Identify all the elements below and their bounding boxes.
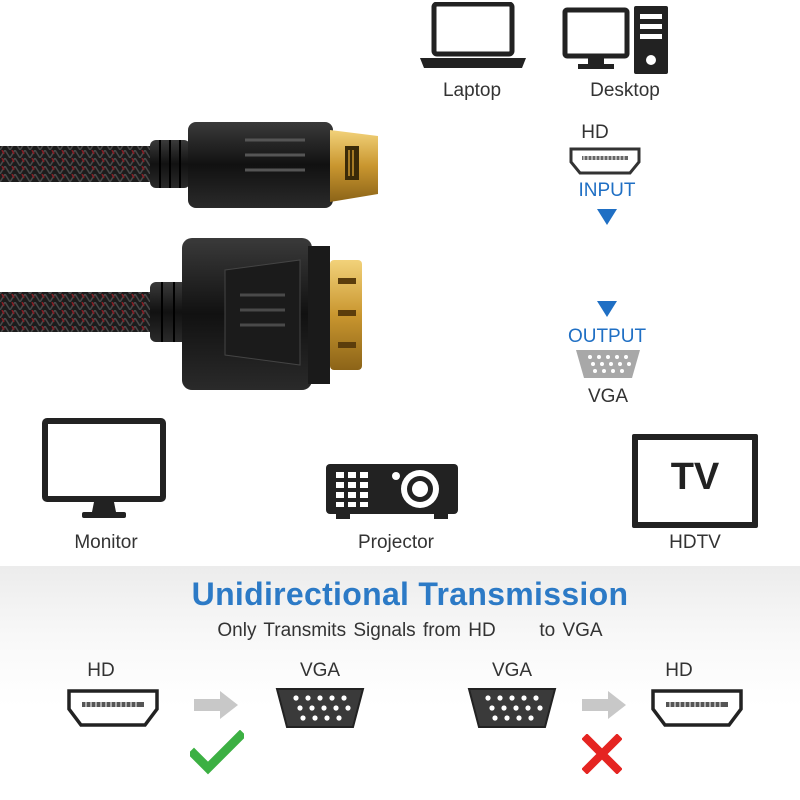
- output-port-label: VGA: [587, 386, 629, 407]
- monitor-label: Monitor: [74, 532, 138, 553]
- vga-port-icon: [576, 350, 640, 378]
- laptop-label: Laptop: [442, 80, 502, 101]
- arrow-down-icon: [597, 209, 617, 225]
- hdmi-port-icon: [569, 147, 641, 175]
- projector-icon: [326, 464, 458, 519]
- monitor-icon: [42, 418, 166, 518]
- hdtv-label: HDTV: [669, 532, 721, 553]
- projector-label: Projector: [357, 532, 435, 553]
- vga-port-icon: [275, 688, 365, 728]
- output-label: OUTPUT: [567, 326, 647, 347]
- hdmi-vga-cable-illustration: [0, 122, 378, 390]
- transmission-panel: [0, 566, 800, 800]
- input-port-label: HD: [581, 122, 609, 143]
- vga-port-icon: [467, 688, 557, 728]
- valid-to-label: VGA: [299, 660, 341, 681]
- invalid-to-label: HD: [665, 660, 693, 681]
- hdmi-port-icon: [651, 689, 743, 727]
- transmission-title: Unidirectional Transmission: [191, 576, 629, 612]
- transmission-subtitle: Only Transmits Signals from HD to VGA: [217, 620, 603, 641]
- cross-icon: [582, 734, 622, 774]
- arrow-right-icon: [582, 691, 626, 719]
- valid-from-label: HD: [87, 660, 115, 681]
- arrow-right-icon: [194, 691, 238, 719]
- check-icon: [190, 730, 244, 775]
- arrow-down-icon: [597, 301, 617, 317]
- laptop-icon: [420, 2, 526, 68]
- tv-screen-text: TV: [670, 456, 720, 498]
- desktop-icon: [562, 6, 668, 74]
- hdmi-port-icon: [67, 689, 159, 727]
- input-label: INPUT: [578, 180, 636, 201]
- desktop-label: Desktop: [590, 80, 660, 101]
- tv-icon: TV: [632, 434, 758, 528]
- invalid-from-label: VGA: [491, 660, 533, 681]
